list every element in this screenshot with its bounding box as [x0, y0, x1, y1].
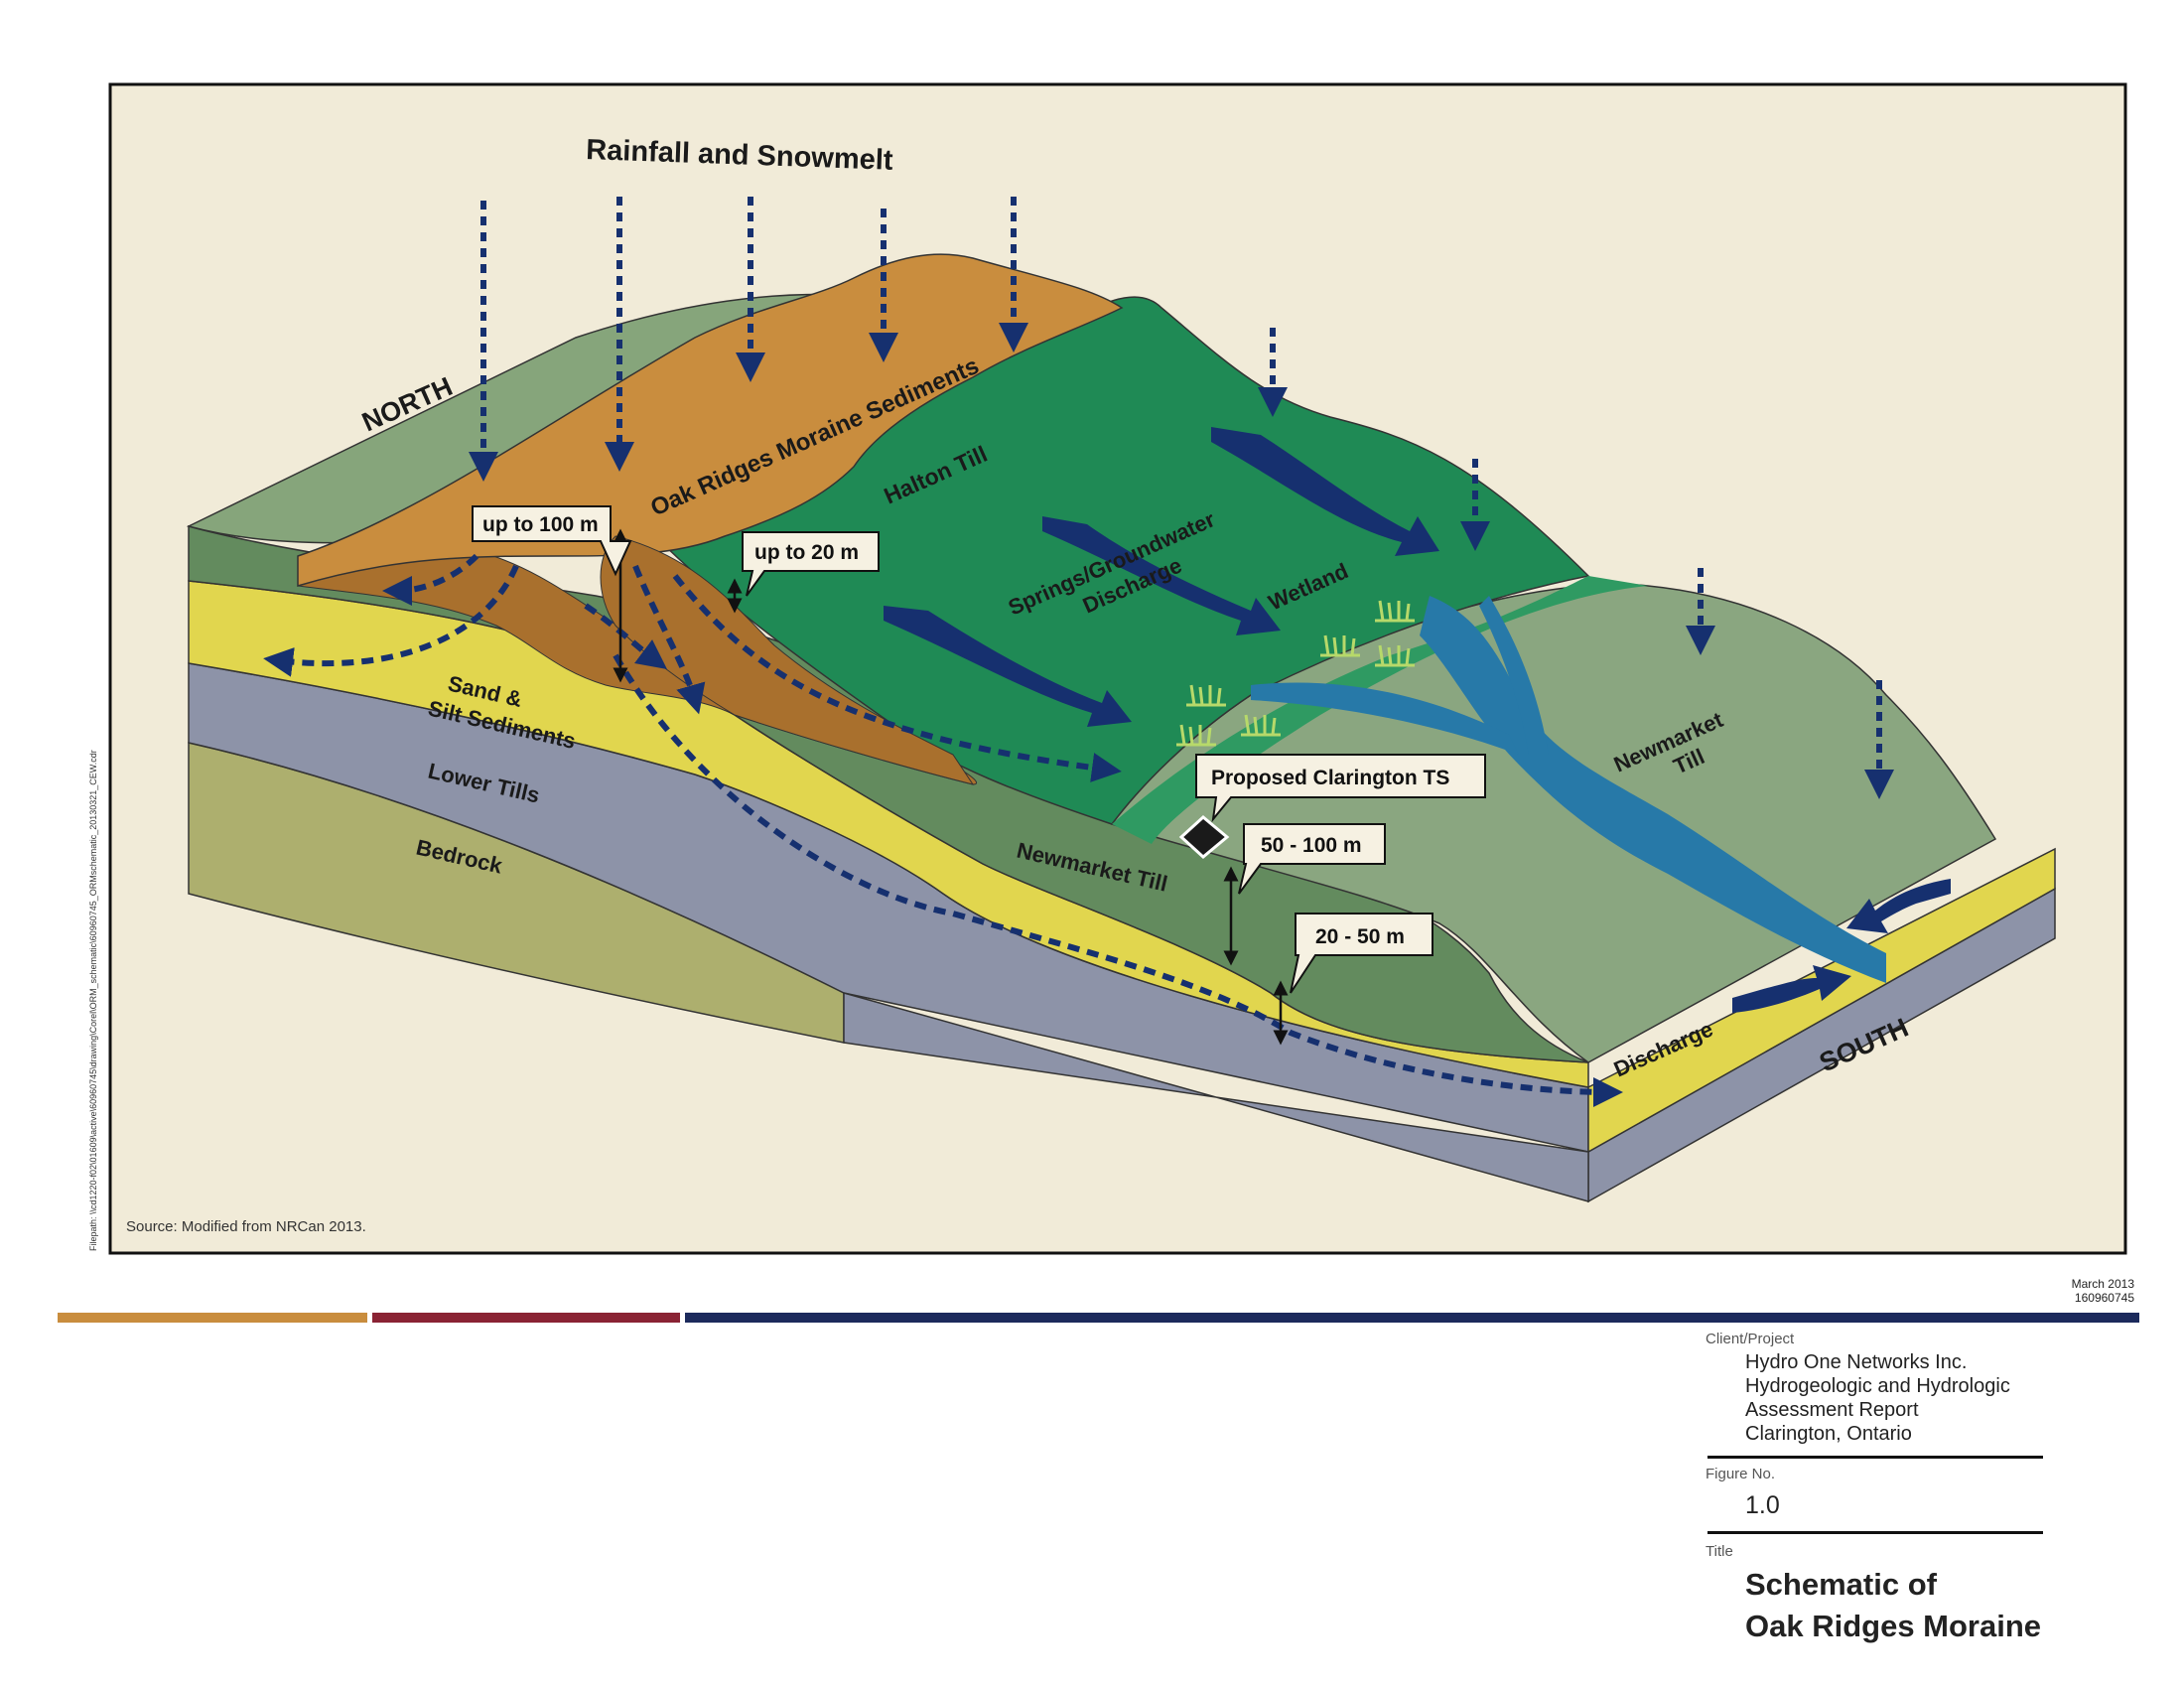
source-note: Source: Modified from NRCan 2013.	[126, 1218, 366, 1235]
client-line: Hydro One Networks Inc.	[1745, 1351, 1968, 1373]
callout-20-50: 20 - 50 m	[1290, 913, 1433, 994]
title-line: Oak Ridges Moraine	[1745, 1609, 2042, 1643]
color-bar-red	[372, 1313, 680, 1323]
wetland-symbol	[1176, 724, 1216, 747]
callout-50-100-text: 50 - 100 m	[1261, 834, 1362, 857]
wetland-symbol	[1320, 634, 1360, 657]
project-number: 160960745	[2074, 1291, 2134, 1305]
rainfall-arrows	[469, 197, 1894, 799]
surface-arrow	[1042, 516, 1281, 635]
callout-50-100: 50 - 100 m	[1238, 823, 1386, 895]
wetland-symbol	[1186, 684, 1226, 707]
clarington-ts-marker	[1178, 815, 1230, 859]
filepath-text: Filepath: \\cd1220-f02\01609\active\6096…	[88, 750, 98, 1251]
figure-header: Figure No.	[1706, 1466, 1776, 1482]
surface-arrow	[884, 606, 1132, 727]
groundwater-arrows	[263, 553, 1623, 1107]
date-block: March 2013 160960745	[2045, 1277, 2134, 1305]
wetland-symbol	[1375, 644, 1415, 667]
date-text: March 2013	[2071, 1277, 2134, 1291]
flow-arrow	[263, 564, 519, 677]
divider	[1707, 1456, 2043, 1459]
callout-up20: up to 20 m	[742, 531, 880, 597]
wetland-flat	[1112, 576, 1648, 844]
client-lines: Hydro One Networks Inc. Hydrogeologic an…	[1745, 1350, 2010, 1446]
title-header: Title	[1706, 1543, 1733, 1560]
figure-number: 1.0	[1745, 1491, 1780, 1519]
surface-arrow	[1211, 427, 1439, 556]
flow-arrow	[382, 553, 479, 606]
divider	[1707, 1531, 2043, 1534]
river-branch-north	[1479, 596, 1549, 755]
client-line: Assessment Report	[1745, 1399, 1919, 1421]
callouts: up to 100 m up to 20 m Proposed Claringt…	[472, 505, 1486, 994]
surface-arrow	[1732, 965, 1851, 1013]
wetland-symbols	[1176, 600, 1415, 747]
surface-flow-arrows	[884, 427, 1951, 1013]
figure-title: Schematic of Oak Ridges Moraine	[1745, 1564, 2041, 1647]
callout-clarington-text: Proposed Clarington TS	[1211, 767, 1449, 789]
flow-arrow	[632, 564, 706, 715]
title-line: Schematic of	[1745, 1567, 1937, 1602]
callout-up20-text: up to 20 m	[754, 541, 859, 564]
flow-arrow	[672, 574, 1122, 782]
river	[1251, 596, 1886, 983]
flow-arrow	[613, 653, 1623, 1107]
surface-arrow	[1846, 879, 1951, 933]
wetland-symbol	[1375, 600, 1415, 623]
wetland-symbol	[1241, 714, 1281, 737]
callout-up100-text: up to 100 m	[482, 513, 599, 536]
callout-20-50-text: 20 - 50 m	[1315, 925, 1405, 948]
client-header: Client/Project	[1706, 1331, 1795, 1347]
callout-up100: up to 100 m	[472, 505, 632, 577]
callout-clarington: Proposed Clarington TS	[1195, 754, 1486, 823]
client-line: Hydrogeologic and Hydrologic	[1745, 1375, 2010, 1397]
block-bottom-face	[843, 992, 1589, 1202]
client-line: Clarington, Ontario	[1745, 1423, 1912, 1445]
river-main	[1420, 596, 1886, 983]
color-bar-orange	[58, 1313, 367, 1323]
color-bar-navy	[685, 1313, 2139, 1323]
river-branch-west	[1251, 682, 1519, 755]
